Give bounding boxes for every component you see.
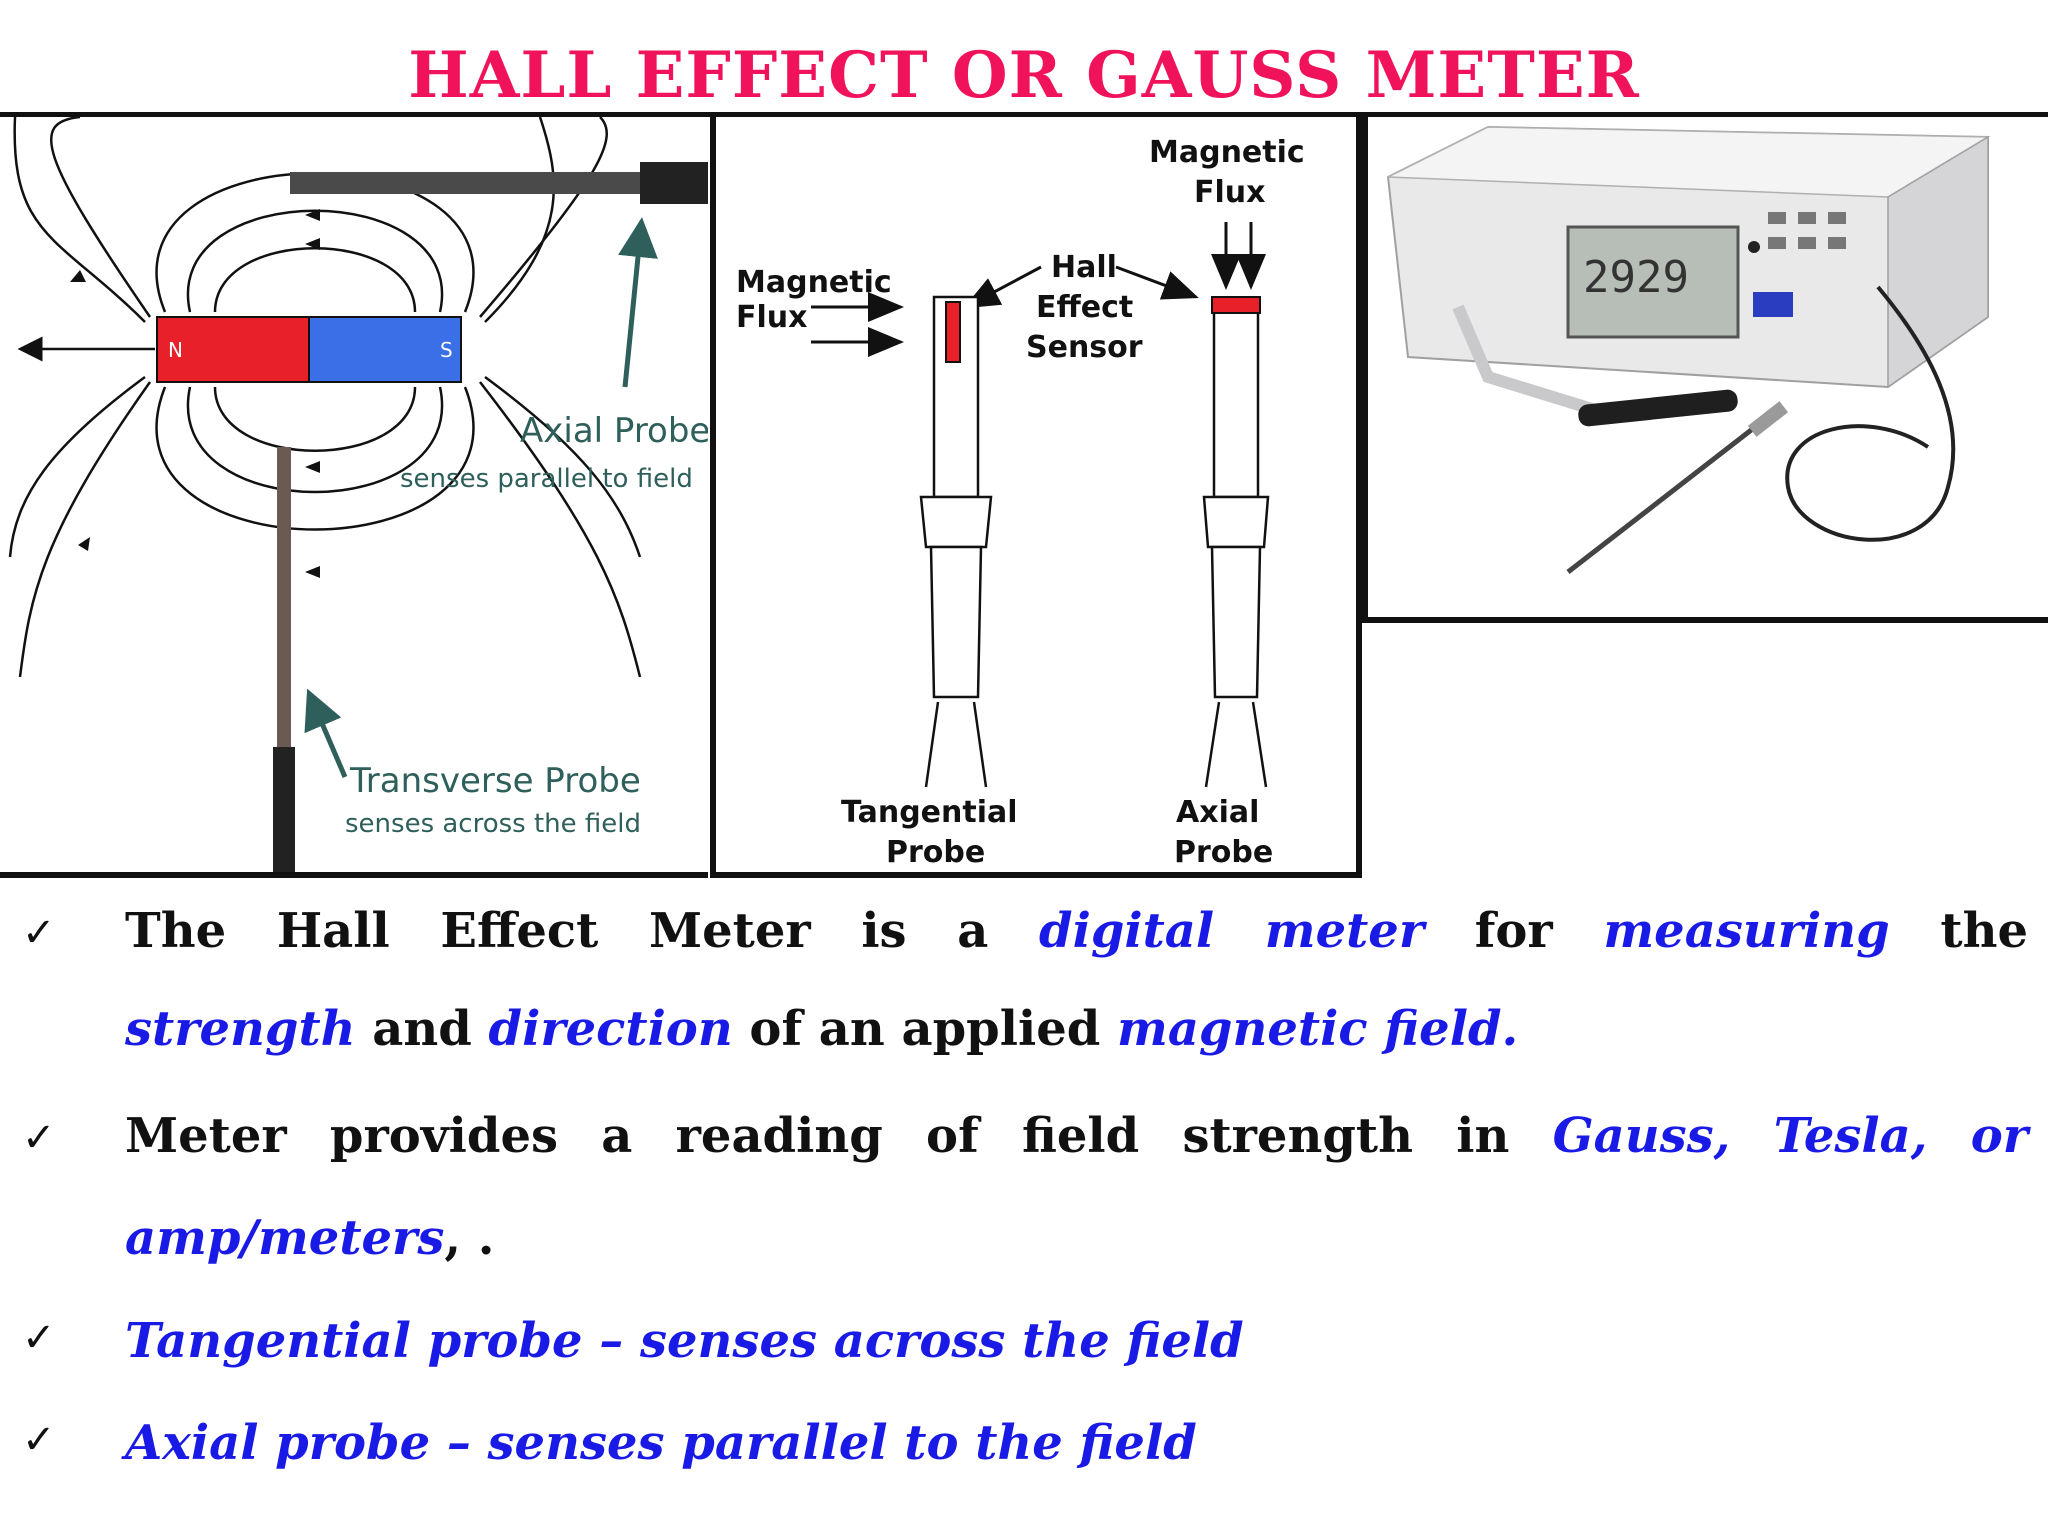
checkmark-icon: ✓ xyxy=(22,910,56,956)
gauss-meter-photo-panel: 2929 xyxy=(1362,117,2048,623)
axial-line1: Axial xyxy=(1176,795,1259,830)
bullet-list: ✓ The Hall Effect Meter is a digital met… xyxy=(0,880,2048,1500)
south-label: S xyxy=(440,338,453,362)
checkmark-icon: ✓ xyxy=(22,1115,56,1161)
axial-probe-handle xyxy=(640,162,708,204)
meter-reading: 2929 xyxy=(1583,252,1689,303)
axial-probe xyxy=(1202,300,1270,788)
probe-types-illustration: Magnetic Flux Magnetic Flux Hall Effect … xyxy=(736,135,1305,870)
field-diagram-panel: N S Axial Probe senses parallel to field… xyxy=(0,117,708,878)
magnet-south-pole xyxy=(308,316,462,383)
axial-sensor xyxy=(1211,296,1261,314)
axial-probe-desc: senses parallel to field xyxy=(400,464,693,494)
tangential-line2: Probe xyxy=(886,835,985,870)
flux-top-line1: Magnetic xyxy=(1149,135,1305,170)
sensor-line3: Sensor xyxy=(1026,330,1143,365)
axial-line2: Probe xyxy=(1174,835,1273,870)
flux-top-line2: Flux xyxy=(1194,175,1265,210)
magnet-north-pole xyxy=(156,316,310,383)
transverse-probe-handle xyxy=(273,747,295,872)
gauss-meter-illustration: 2929 xyxy=(1386,125,1991,574)
checkmark-icon: ✓ xyxy=(22,1417,56,1463)
north-label: N xyxy=(168,338,183,362)
checkmark-icon: ✓ xyxy=(22,1315,56,1361)
transverse-probe-desc: senses across the field xyxy=(345,809,641,839)
flux-left-line1: Magnetic xyxy=(736,265,892,300)
magnetic-field-illustration: N S Axial Probe senses parallel to field… xyxy=(8,117,708,872)
sensor-line1: Hall xyxy=(1051,250,1117,285)
flux-left-line2: Flux xyxy=(736,300,807,335)
meter-handle xyxy=(1578,389,1738,427)
probe-diagram-panel: Magnetic Flux Magnetic Flux Hall Effect … xyxy=(710,117,1362,878)
axial-probe-rod xyxy=(290,172,708,194)
bullet-text-3: Tangential probe – senses across the fie… xyxy=(125,1313,1244,1369)
bullet-text-2: Meter provides a reading of field streng… xyxy=(125,1108,2029,1266)
meter-display xyxy=(1566,225,1740,339)
axial-probe-title: Axial Probe xyxy=(520,411,708,451)
title-underline xyxy=(0,112,2048,117)
bullet-text-1: The Hall Effect Meter is a digital meter… xyxy=(125,903,2029,1057)
tangential-probe xyxy=(919,295,993,788)
bullet-text-4: Axial probe – senses parallel to the fie… xyxy=(125,1415,1197,1471)
tangential-sensor xyxy=(945,301,961,363)
sensor-line2: Effect xyxy=(1036,290,1133,325)
tangential-line1: Tangential xyxy=(841,795,1018,830)
page-title: HALL EFFECT OR GAUSS METER xyxy=(408,38,1640,113)
transverse-probe-title: Transverse Probe xyxy=(349,761,641,801)
